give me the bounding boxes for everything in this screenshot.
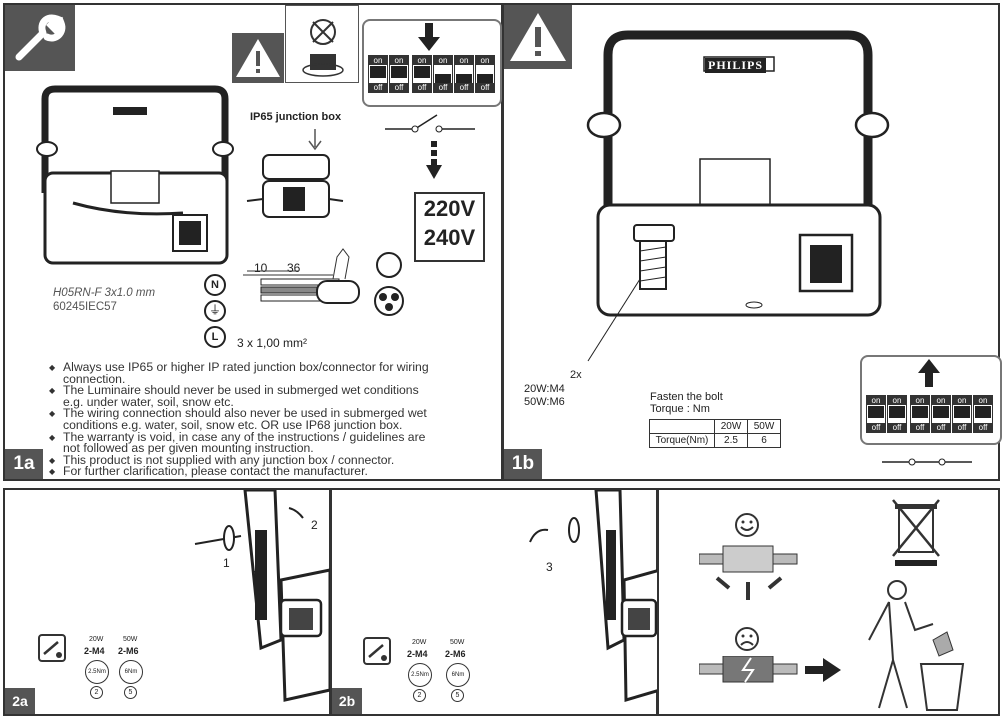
table-row: Torque(Nm) 2.5 6 (649, 433, 781, 448)
terminal-l: L (204, 326, 226, 348)
cable-standard: 60245IEC57 (53, 301, 117, 313)
step-3: 3 (546, 560, 553, 574)
m6-label: 2-M6 (118, 646, 139, 656)
voltage-240: 240V (423, 225, 476, 250)
fasten-title: Fasten the bolt (650, 391, 723, 403)
panel-tag-2a: 2a (5, 688, 35, 714)
arrow-down-icon (418, 23, 440, 51)
panel-tag-1a: 1a (5, 449, 43, 479)
w50-label: 50W (123, 636, 138, 643)
brand-label: PHILIPS (705, 58, 767, 73)
panel-tag-1b: 1b (504, 449, 542, 479)
luminaire-drawing (36, 85, 234, 265)
no-spray-icon (285, 5, 359, 83)
mounting-step-drawing (194, 490, 332, 702)
w50-label: 50W (450, 639, 465, 646)
sad-face-icon (735, 627, 759, 651)
junction-label: IP65 junction box (250, 111, 342, 123)
panel-1a: IP65 junction box 10 36 N ⏚ L 3 x 1,00 m… (3, 3, 503, 481)
m6-label: 2-M6 (445, 649, 466, 659)
step-2: 2 (311, 518, 318, 532)
m4-label: 2-M4 (84, 646, 105, 656)
torque-table: 20W 50W Torque(Nm) 2.5 6 (649, 419, 781, 448)
warnings-list: Always use IP65 or higher IP rated junct… (49, 361, 429, 478)
ground-icon: ⏚ (204, 300, 226, 322)
screwdriver-icon (38, 634, 66, 662)
torque-icon-2: 6Nm (446, 663, 470, 687)
torque-title: Torque : Nm (650, 403, 710, 415)
cable-type: H05RN-F 3x1.0 mm (53, 287, 156, 299)
cross-section: 3 x 1,00 mm² (237, 336, 308, 350)
w20-label: 20W (89, 636, 104, 643)
luminaire-back-drawing (586, 30, 890, 317)
torque-icon-1: 2.5Nm (85, 660, 109, 684)
terminal-n: N (204, 274, 226, 296)
torque-icon-1: 2.5Nm (408, 663, 432, 687)
screwdriver-icon (363, 637, 391, 665)
leader-line (587, 278, 641, 362)
mounting-step-drawing (529, 490, 662, 702)
step-2-bolt: 2 (253, 568, 260, 582)
happy-face-icon (735, 513, 759, 537)
bolt-qty: 2x (570, 369, 582, 381)
recycle-bin-icon (868, 580, 965, 711)
faulty-connection-icon (699, 656, 798, 683)
count-1: 2 (413, 689, 426, 702)
count-1: 2 (90, 686, 103, 699)
switch-symbol (385, 114, 475, 133)
warning-icon (504, 5, 572, 69)
torque-icon-2: 6Nm (119, 660, 143, 684)
crossed-bin-icon (892, 499, 940, 566)
arrow-up-icon (918, 359, 940, 387)
step-1: 1 (223, 556, 230, 570)
panel-1b: PHILIPS 2x 20W:M4 50W:M6 Fasten the bolt… (502, 3, 1002, 481)
voltage-220: 220V (423, 196, 476, 221)
arrow-down-icon (426, 141, 442, 179)
table-row: 20W 50W (649, 419, 781, 434)
good-connection-icon (699, 545, 798, 600)
cable-strip-drawing (243, 248, 404, 316)
panel-tag-2b: 2b (332, 688, 362, 714)
panel-disposal (657, 488, 1000, 716)
bolt-20w: 20W:M4 (524, 383, 565, 395)
m4-label: 2-M4 (407, 649, 428, 659)
w20-label: 20W (412, 639, 427, 646)
voltage-box: 220V 240V (414, 192, 485, 262)
warning-icon (232, 33, 284, 83)
panel-2b: 3 20W 50W 2-M4 2-M6 2.5Nm 6Nm 2 5 2b (330, 488, 662, 716)
junction-box-drawing (246, 129, 344, 218)
arrow-right-icon (805, 658, 841, 682)
wrench-icon (5, 5, 75, 71)
switch-closed-symbol (882, 458, 972, 466)
count-2: 5 (451, 689, 464, 702)
count-2: 5 (124, 686, 137, 699)
panel-2a: 1 2 2 20W 50W 2-M4 2-M6 2.5Nm 6Nm 2 5 2a (3, 488, 332, 716)
bolt-50w: 50W:M6 (524, 396, 565, 408)
